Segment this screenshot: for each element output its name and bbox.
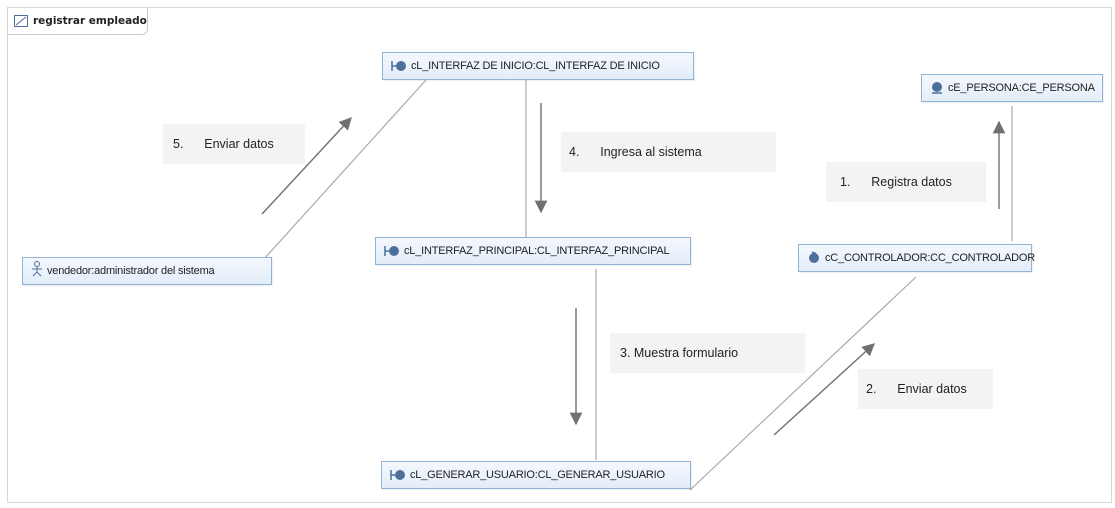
diagram-canvas: registrar empleado 5. Enviar datos 4. In… [7, 7, 1112, 503]
entity-icon [930, 79, 944, 98]
node-actor-label: vendedor:administrador del sistema [47, 265, 215, 277]
message-5-label: 5. Enviar datos [173, 137, 274, 151]
boundary-icon [391, 57, 407, 76]
diagram-tab[interactable]: registrar empleado [8, 8, 148, 35]
node-controlador-label: cC_CONTROLADOR:CC_CONTROLADOR [825, 252, 1035, 264]
message-4-label: 4. Ingresa al sistema [569, 145, 702, 159]
node-actor[interactable]: vendedor:administrador del sistema [22, 257, 272, 285]
actor-icon [31, 261, 43, 281]
node-generar-usuario-label: cL_GENERAR_USUARIO:CL_GENERAR_USUARIO [410, 469, 665, 481]
control-icon [807, 249, 821, 268]
link-generar-controlador [689, 276, 917, 491]
message-3-label: 3. Muestra formulario [620, 346, 739, 360]
message-3: 3. Muestra formulario [610, 333, 805, 373]
arrow-msg-2 [773, 343, 875, 436]
node-interfaz-inicio[interactable]: cL_INTERFAZ DE INICIO:CL_INTERFAZ DE INI… [382, 52, 694, 80]
message-1-label: 1. Registra datos [840, 175, 952, 189]
diagram-icon [14, 12, 28, 31]
message-5: 5. Enviar datos [163, 124, 305, 164]
boundary-icon [390, 466, 406, 485]
message-2: 2. Enviar datos [858, 369, 993, 409]
link-actor-interfaz-inicio [263, 79, 427, 260]
node-persona[interactable]: cE_PERSONA:CE_PERSONA [921, 74, 1103, 102]
boundary-icon [384, 242, 400, 261]
diagram-connections [261, 79, 1013, 491]
node-generar-usuario[interactable]: cL_GENERAR_USUARIO:CL_GENERAR_USUARIO [381, 461, 691, 489]
node-controlador[interactable]: cC_CONTROLADOR:CC_CONTROLADOR [798, 244, 1035, 272]
node-interfaz-inicio-label: cL_INTERFAZ DE INICIO:CL_INTERFAZ DE INI… [411, 60, 660, 72]
node-interfaz-principal[interactable]: cL_INTERFAZ_PRINCIPAL:CL_INTERFAZ_PRINCI… [375, 237, 691, 265]
message-1: 1. Registra datos [826, 162, 986, 202]
message-2-label: 2. Enviar datos [866, 382, 967, 396]
node-persona-label: cE_PERSONA:CE_PERSONA [948, 82, 1095, 94]
node-interfaz-principal-label: cL_INTERFAZ_PRINCIPAL:CL_INTERFAZ_PRINCI… [404, 245, 670, 257]
arrow-msg-5 [261, 117, 352, 215]
message-4: 4. Ingresa al sistema [561, 132, 776, 172]
diagram-tab-title: registrar empleado [33, 15, 147, 27]
